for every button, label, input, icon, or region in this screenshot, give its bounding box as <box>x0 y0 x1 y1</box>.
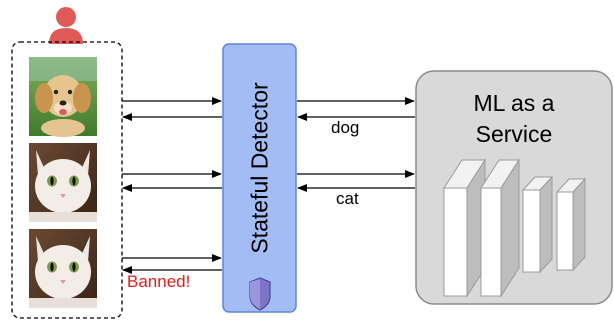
ml-service-label-line1: ML as a <box>473 90 555 116</box>
ml-service-label: ML as a Service <box>425 88 603 150</box>
detector-label: Stateful Detector <box>246 82 273 254</box>
stateful-detector-box <box>222 43 297 313</box>
neural-network-icon <box>443 158 587 298</box>
cat-photo <box>29 143 97 222</box>
dog-response-label: dog <box>331 118 360 137</box>
ml-service-label-line2: Service <box>475 121 553 147</box>
person-icon <box>49 7 83 44</box>
cat-photo <box>29 229 97 308</box>
shield-icon <box>249 277 271 311</box>
banned-label: Banned! <box>127 272 191 291</box>
cat-response-label: cat <box>336 189 359 208</box>
dog-photo <box>29 57 97 137</box>
